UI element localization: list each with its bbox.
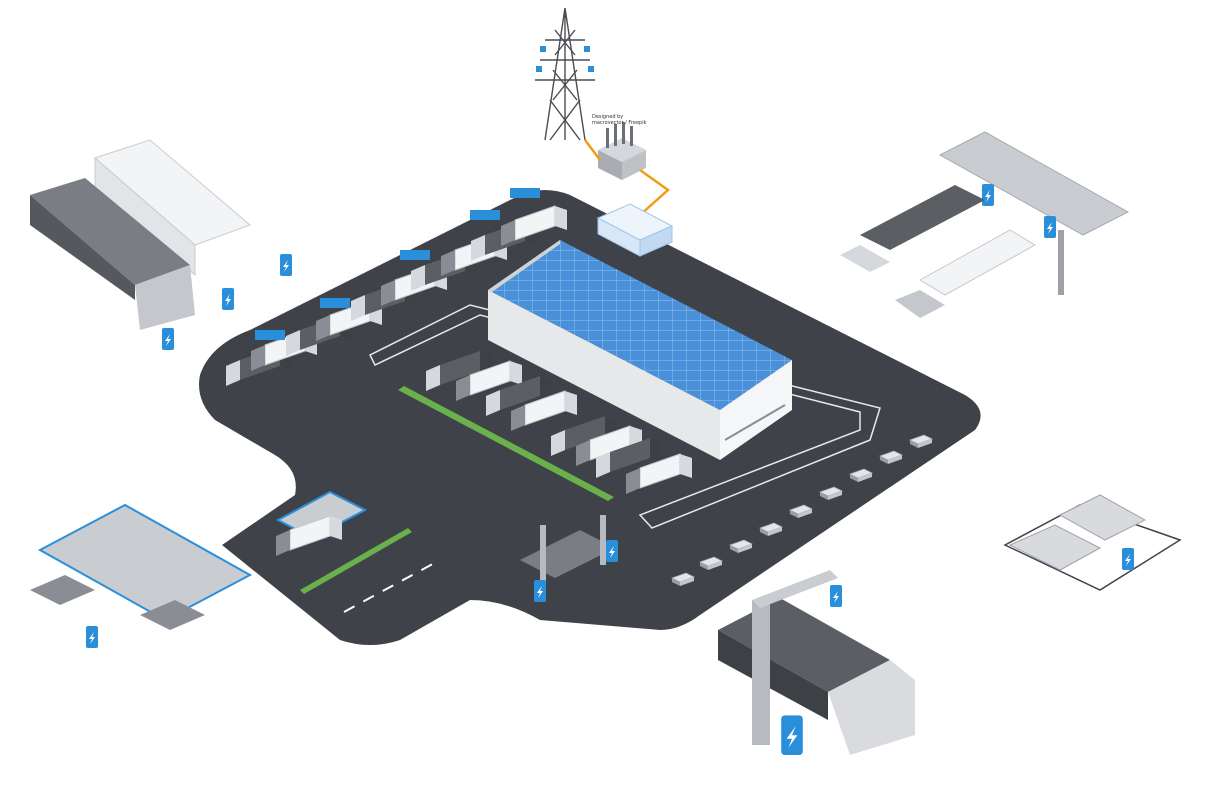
substation-icon <box>598 122 646 180</box>
depot-trucks-topleft <box>30 139 292 350</box>
battery-storage <box>596 203 674 257</box>
charging-gantry-small <box>520 515 618 602</box>
lot-canopy <box>275 490 368 557</box>
charging-gantry-bottom <box>718 570 915 755</box>
car-charging-bay <box>1003 494 1182 591</box>
row-charger-lights <box>255 188 540 340</box>
truck-canopy-station <box>840 131 1130 318</box>
truck-canopy-left <box>30 503 253 648</box>
warehouse <box>488 240 792 460</box>
transmission-tower-icon <box>535 7 595 141</box>
image-credit: Designed by macrovector / Freepik <box>592 114 647 126</box>
